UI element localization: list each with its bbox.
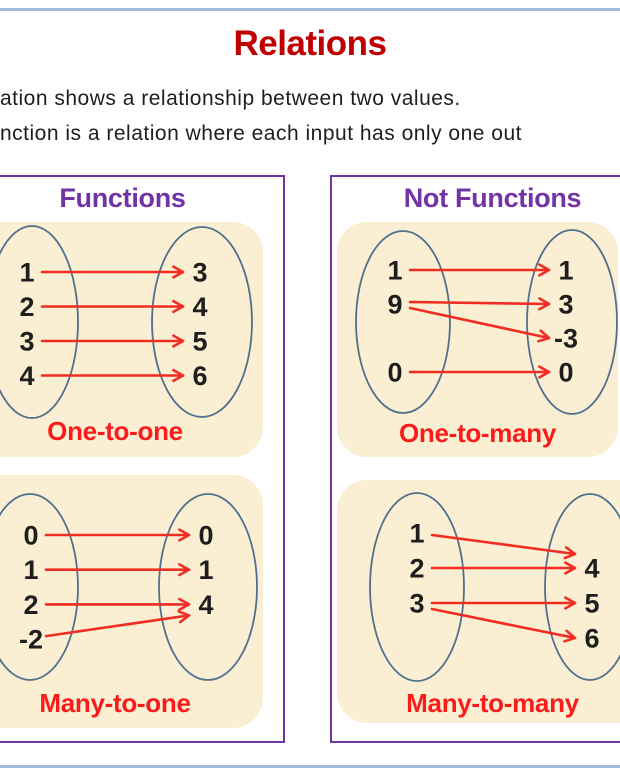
set-element: 4 [584, 554, 599, 584]
diagram-card-many-to-one: 0 1 2 -2 0 1 4 Many-to-one [0, 475, 263, 728]
set-element: 1 [23, 555, 38, 585]
mapping-arrow [44, 610, 191, 638]
set-element: 9 [387, 290, 402, 320]
set-element: 2 [19, 292, 34, 322]
set-ellipse [151, 226, 253, 418]
set-ellipse [355, 230, 451, 414]
set-ellipse [158, 493, 258, 681]
mapping-diagram-svg: 1 2 3 4 3 4 5 6 [0, 225, 253, 419]
set-element: -3 [554, 324, 578, 354]
diagram-card-one-to-one: 1 2 3 4 3 4 5 6 One-to-one [0, 222, 263, 457]
set-ellipse [0, 493, 79, 681]
set-element: 2 [23, 590, 38, 620]
intro-line-2: nction is a relation where each input ha… [0, 122, 522, 145]
set-ellipse [544, 493, 620, 681]
set-element: 4 [198, 590, 213, 620]
mapping-arrow [408, 306, 551, 343]
set-ellipse [369, 492, 465, 682]
set-element: 1 [558, 256, 573, 286]
top-divider [0, 8, 620, 11]
set-ellipse [526, 229, 618, 415]
set-element: 1 [19, 258, 34, 288]
mapping-arrow [430, 607, 577, 643]
diagram-label: One-to-many [398, 418, 557, 448]
set-element: 0 [387, 358, 402, 388]
set-element: 3 [558, 290, 573, 320]
mapping-diagram-svg: 1 9 0 1 3 -3 0 [355, 229, 618, 415]
mapping-diagram-svg: 1 2 3 4 5 6 [369, 492, 620, 682]
diagram-card-many-to-many: 1 2 3 4 5 6 Many-to-many [337, 480, 620, 723]
diagram-label: One-to-one [47, 416, 183, 446]
set-ellipse [0, 225, 79, 419]
set-element: 1 [198, 555, 213, 585]
set-element: 3 [409, 589, 424, 619]
set-element: 5 [192, 327, 207, 357]
set-element: 6 [192, 361, 207, 391]
set-element: 6 [584, 624, 599, 654]
panel-title-functions: Functions [59, 183, 186, 213]
panel-title-not-functions: Not Functions [403, 183, 582, 213]
diagram-label: Many-to-many [406, 688, 579, 718]
panel-functions: Functions 1 2 3 4 3 4 5 6 One-to-one 0 1 2 -2 0 1 4 M… [0, 175, 285, 743]
bottom-divider [0, 765, 620, 768]
mapping-diagram-svg: 0 1 2 -2 0 1 4 [0, 493, 258, 681]
set-element: 2 [409, 554, 424, 584]
set-element: -2 [19, 625, 43, 655]
diagram-card-one-to-many: 1 9 0 1 3 -3 0 One-to-many [337, 222, 618, 457]
set-element: 3 [19, 327, 34, 357]
set-element: 0 [198, 521, 213, 551]
set-element: 0 [558, 358, 573, 388]
intro-line-1: ation shows a relationship between two v… [0, 87, 461, 110]
mapping-arrow [430, 533, 577, 560]
mapping-arrow [408, 297, 551, 311]
set-element: 0 [23, 521, 38, 551]
diagram-label: Many-to-one [39, 688, 191, 718]
set-element: 4 [192, 292, 207, 322]
set-element: 3 [192, 258, 207, 288]
panel-not-functions: Not Functions 1 9 0 1 3 -3 0 One-to-many 1 2 3 4 5… [330, 175, 620, 743]
set-element: 1 [387, 256, 402, 286]
set-element: 4 [19, 361, 34, 391]
page-title: Relations [233, 24, 387, 63]
set-element: 5 [584, 589, 599, 619]
set-element: 1 [409, 519, 424, 549]
